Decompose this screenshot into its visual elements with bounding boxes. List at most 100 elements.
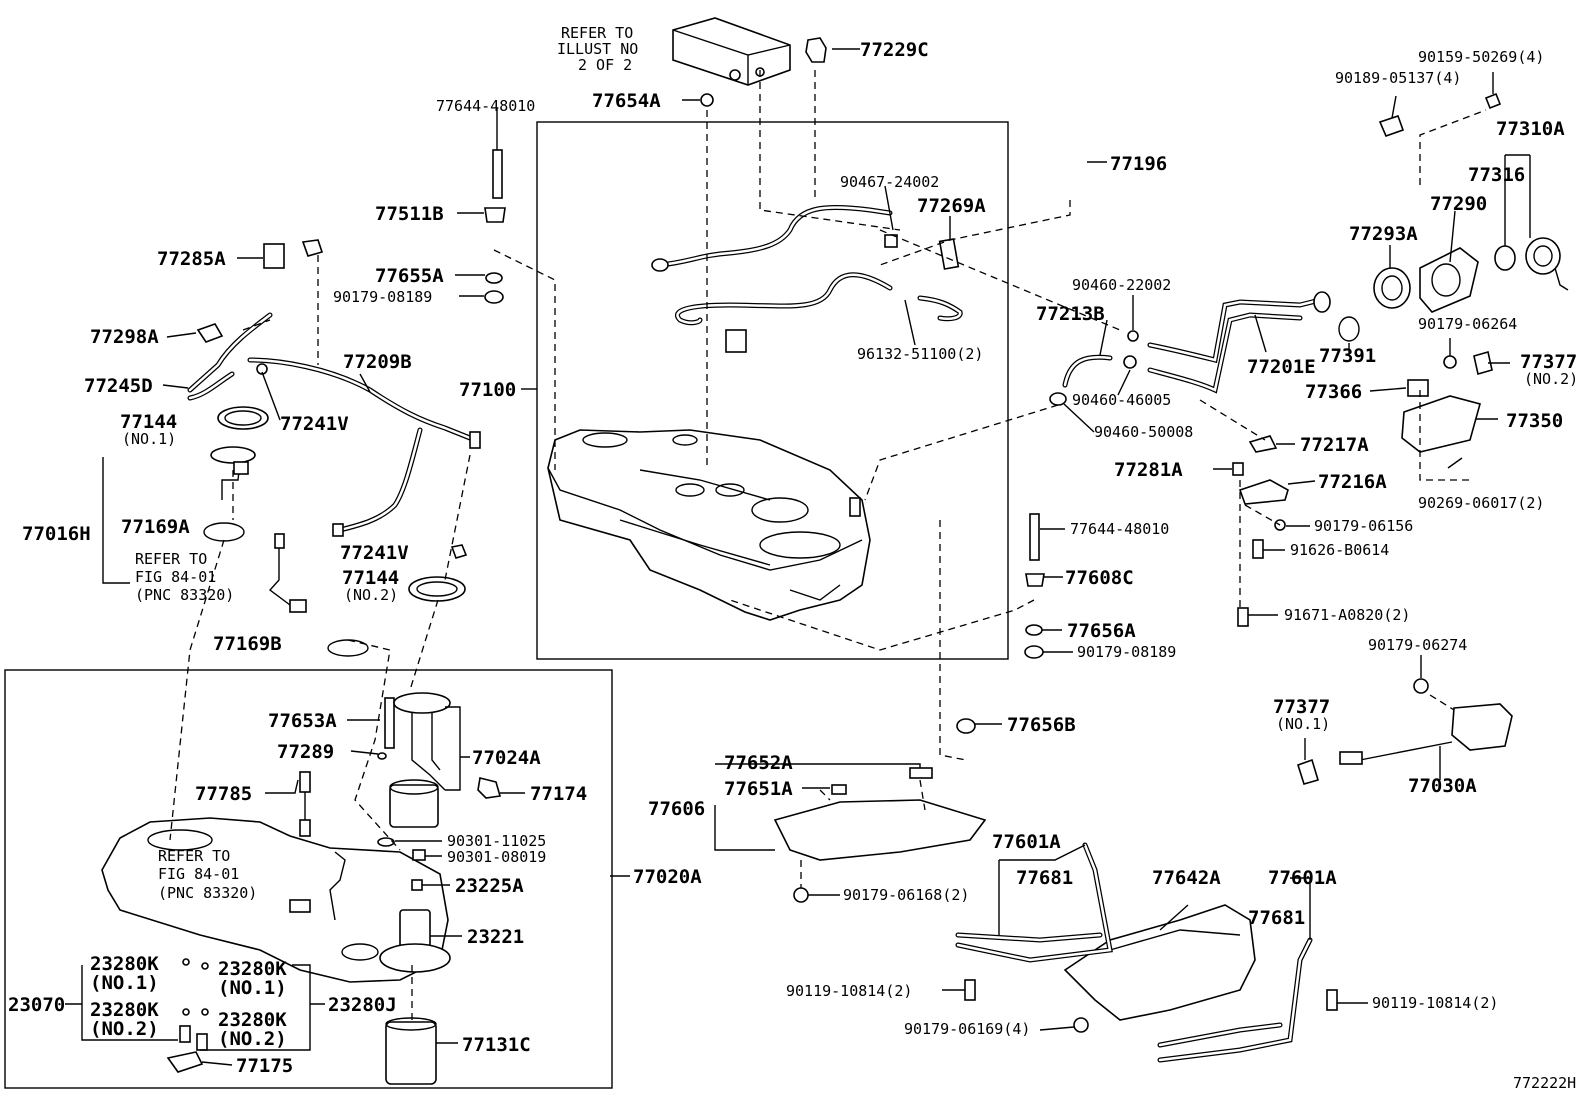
clamp-90460-50008	[1049, 392, 1067, 406]
label-77366: 77366	[1305, 381, 1362, 403]
label-77289: 77289	[277, 741, 334, 763]
grommet-77656b	[956, 718, 976, 734]
label-77391: 77391	[1319, 345, 1376, 367]
label-77656a: 77656A	[1067, 620, 1136, 642]
label-90460-50008: 90460-50008	[1094, 423, 1193, 441]
fuel-sender-77016h	[210, 446, 256, 500]
label-77281a: 77281A	[1114, 459, 1183, 481]
note-inset-line3: (PNC 83320)	[158, 884, 257, 902]
opener-77377-no2	[1473, 350, 1493, 376]
protector-77606	[773, 767, 987, 861]
sender-gauge-77644-mid	[1029, 513, 1040, 561]
label-23280k-a-sub: (NO.1)	[90, 972, 159, 994]
label-77350: 77350	[1506, 410, 1563, 432]
drawing-id: 772222H	[1513, 1074, 1576, 1092]
washer-77656a	[1025, 624, 1043, 636]
label-77310a: 77310A	[1496, 118, 1565, 140]
fuel-tank-drawing	[547, 429, 871, 621]
label-77681-right: 77681	[1248, 907, 1305, 929]
label-90301-08019: 90301-08019	[447, 848, 546, 866]
label-77377-no1: 77377	[1273, 696, 1330, 718]
label-77175: 77175	[236, 1055, 293, 1077]
label-77241v-upper: 77241V	[280, 413, 349, 435]
note-top-line3: 2 OF 2	[578, 56, 632, 74]
label-77601a-right: 77601A	[1268, 867, 1337, 889]
charcoal-canister	[672, 17, 791, 86]
label-77377-no2: 77377	[1520, 351, 1577, 373]
label-77316: 77316	[1468, 164, 1525, 186]
note-left-line2: FIG 84-01	[135, 568, 216, 586]
label-77644-48010-mid: 77644-48010	[1070, 520, 1169, 538]
clip-77241v-lower	[450, 544, 468, 559]
label-91626-b0614: 91626-B0614	[1290, 541, 1389, 559]
fuel-pump-inset-drawing	[101, 692, 502, 1085]
vent-valve-77030a	[1339, 703, 1513, 765]
fuel-lid-77350	[1401, 395, 1481, 453]
label-77131c: 77131C	[462, 1034, 531, 1056]
label-23280k-a: 23280K	[90, 953, 159, 975]
note-top-line1: REFER TO	[561, 24, 633, 42]
label-77196: 77196	[1110, 153, 1167, 175]
label-23280k-b-sub: (NO.1)	[218, 977, 287, 999]
label-77020a: 77020A	[633, 866, 702, 888]
label-77653a: 77653A	[268, 710, 337, 732]
clip-77241v-upper	[256, 363, 268, 375]
grommet-77654a	[700, 93, 714, 107]
label-23225a: 23225A	[455, 875, 524, 897]
bolt-90119-10814-left	[964, 979, 976, 1001]
label-23221: 23221	[467, 926, 524, 948]
label-90460-22002: 90460-22002	[1072, 276, 1171, 294]
part-number-labels: 77229C 77654A 77644-48010 77511B 77285A …	[8, 39, 1578, 1092]
label-77209b: 77209B	[343, 351, 412, 373]
label-77144-no1-sub: (NO.1)	[122, 430, 176, 448]
reference-notes: REFER TO ILLUST NO 2 OF 2 REFER TO FIG 8…	[135, 24, 638, 902]
label-90269-06017: 90269-06017(2)	[1418, 494, 1544, 512]
gasket-77169a	[203, 522, 245, 542]
label-23280k-d-sub: (NO.2)	[218, 1028, 287, 1050]
label-77217a: 77217A	[1300, 434, 1369, 456]
label-23280k-c: 23280K	[90, 999, 159, 1021]
label-77511b: 77511B	[375, 203, 444, 225]
label-77030a: 77030A	[1408, 775, 1477, 797]
label-77213b: 77213B	[1036, 303, 1105, 325]
label-77229c: 77229C	[860, 39, 929, 61]
note-inset-line2: FIG 84-01	[158, 865, 239, 883]
lock-ring-77144-no1	[217, 406, 269, 430]
label-77651a: 77651A	[724, 778, 793, 800]
label-77290: 77290	[1430, 193, 1487, 215]
spring-77366	[1407, 379, 1429, 397]
label-77601a-left: 77601A	[992, 831, 1061, 853]
label-23280k-c-sub: (NO.2)	[90, 1018, 159, 1040]
label-90179-06264: 90179-06264	[1418, 315, 1517, 333]
label-77785: 77785	[195, 783, 252, 805]
bolt-91671-a0820	[1237, 607, 1249, 627]
label-77201e: 77201E	[1247, 356, 1316, 378]
label-90119-10814-right: 90119-10814(2)	[1372, 994, 1498, 1012]
housing-77290	[1419, 247, 1479, 313]
label-77298a: 77298A	[90, 326, 159, 348]
label-77377-no2-sub: (NO.2)	[1524, 370, 1578, 388]
label-77245d: 77245D	[84, 375, 153, 397]
fuel-cap-77310a	[1525, 237, 1569, 291]
label-23280j: 23280J	[328, 994, 397, 1016]
fuel-tank-assembly-frame	[536, 121, 1009, 660]
clamp-77298a	[196, 323, 224, 343]
ring-77391	[1338, 316, 1360, 342]
label-77293a: 77293A	[1349, 223, 1418, 245]
bracket-77217a	[1248, 435, 1278, 453]
nut-90179-06274	[1413, 678, 1429, 694]
grommet-77511b	[484, 207, 506, 223]
label-90460-46005: 90460-46005	[1072, 391, 1171, 409]
label-77169b: 77169B	[213, 633, 282, 655]
label-77216a: 77216A	[1318, 471, 1387, 493]
clamp-90460-22002	[1127, 330, 1139, 342]
label-77269a: 77269A	[917, 195, 986, 217]
label-77144-no1: 77144	[120, 411, 177, 433]
label-90179-06156: 90179-06156	[1314, 517, 1413, 535]
leader-lines	[65, 48, 1531, 1066]
tank-hoses	[651, 204, 963, 353]
bolt-90119-10814-right	[1326, 989, 1338, 1011]
nut-90179-08189-mid	[1024, 645, 1044, 659]
nut-90179-08189-top	[484, 290, 504, 304]
